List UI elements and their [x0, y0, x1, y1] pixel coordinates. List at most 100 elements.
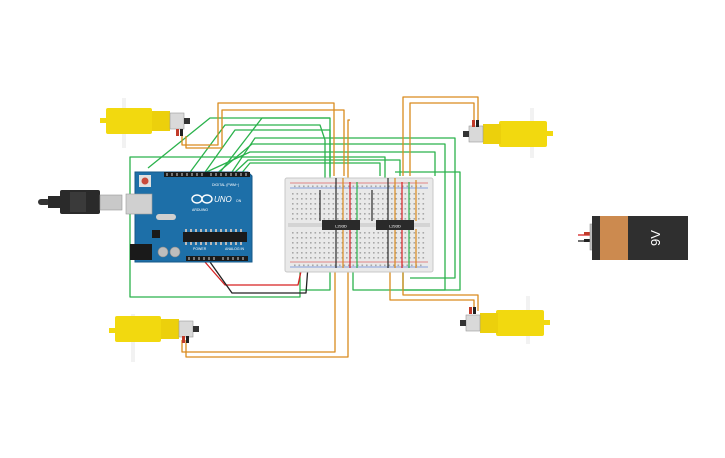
breadboard-hole[interactable] — [341, 213, 344, 215]
breadboard-hole[interactable] — [377, 232, 380, 234]
breadboard-hole[interactable] — [391, 232, 393, 234]
breadboard-hole[interactable] — [409, 203, 411, 205]
breadboard-hole[interactable] — [292, 232, 294, 234]
breadboard-hole[interactable] — [350, 232, 353, 234]
breadboard-hole[interactable] — [341, 252, 344, 254]
breadboard-hole[interactable] — [359, 247, 362, 249]
breadboard-hole[interactable] — [373, 208, 375, 210]
breadboard-hole[interactable] — [409, 198, 411, 200]
breadboard-hole[interactable] — [301, 198, 303, 200]
breadboard-rail-hole[interactable] — [384, 185, 386, 188]
breadboard-hole[interactable] — [368, 242, 371, 244]
breadboard-rail-hole[interactable] — [339, 264, 341, 267]
breadboard-rail-hole[interactable] — [393, 185, 395, 188]
breadboard-hole[interactable] — [328, 247, 330, 249]
breadboard-hole[interactable] — [395, 257, 398, 259]
breadboard-hole[interactable] — [323, 193, 326, 195]
breadboard-hole[interactable] — [368, 198, 371, 200]
breadboard-hole[interactable] — [323, 203, 326, 205]
breadboard-hole[interactable] — [296, 218, 299, 220]
breadboard-hole[interactable] — [314, 213, 317, 215]
breadboard-hole[interactable] — [328, 198, 330, 200]
breadboard-hole[interactable] — [368, 218, 371, 220]
breadboard-hole[interactable] — [337, 213, 339, 215]
breadboard-hole[interactable] — [341, 193, 344, 195]
breadboard-hole[interactable] — [400, 213, 402, 215]
breadboard-hole[interactable] — [350, 257, 353, 259]
dc-motor-top-left[interactable] — [100, 98, 190, 148]
green-wire[interactable] — [231, 159, 401, 176]
breadboard-hole[interactable] — [386, 193, 389, 195]
breadboard-hole[interactable] — [373, 213, 375, 215]
breadboard-hole[interactable] — [328, 213, 330, 215]
breadboard-hole[interactable] — [413, 198, 416, 200]
breadboard-hole[interactable] — [328, 208, 330, 210]
breadboard-hole[interactable] — [346, 208, 348, 210]
breadboard-hole[interactable] — [413, 193, 416, 195]
breadboard-hole[interactable] — [364, 232, 366, 234]
breadboard-hole[interactable] — [310, 203, 312, 205]
breadboard-hole[interactable] — [292, 242, 294, 244]
breadboard-hole[interactable] — [409, 208, 411, 210]
breadboard-hole[interactable] — [413, 232, 416, 234]
breadboard-hole[interactable] — [377, 252, 380, 254]
breadboard-hole[interactable] — [301, 208, 303, 210]
orange-wire[interactable] — [389, 270, 475, 311]
breadboard-rail-hole[interactable] — [330, 185, 332, 188]
breadboard-hole[interactable] — [310, 252, 312, 254]
breadboard-hole[interactable] — [377, 247, 380, 249]
breadboard-hole[interactable] — [386, 242, 389, 244]
breadboard-hole[interactable] — [305, 213, 308, 215]
breadboard-hole[interactable] — [346, 257, 348, 259]
breadboard-hole[interactable] — [422, 252, 425, 254]
breadboard-hole[interactable] — [292, 257, 294, 259]
breadboard-rail-hole[interactable] — [411, 264, 413, 267]
breadboard-hole[interactable] — [319, 232, 321, 234]
breadboard-hole[interactable] — [413, 257, 416, 259]
breadboard-hole[interactable] — [413, 208, 416, 210]
breadboard-hole[interactable] — [422, 218, 425, 220]
breadboard-hole[interactable] — [418, 247, 420, 249]
breadboard-hole[interactable] — [319, 247, 321, 249]
breadboard-hole[interactable] — [296, 203, 299, 205]
breadboard-hole[interactable] — [296, 242, 299, 244]
breadboard-rail-hole[interactable] — [339, 185, 341, 188]
breadboard-rail-hole[interactable] — [303, 264, 305, 267]
breadboard-rail-hole[interactable] — [312, 185, 314, 188]
dc-motor-top-right[interactable] — [463, 108, 553, 158]
breadboard-hole[interactable] — [382, 203, 384, 205]
breadboard-hole[interactable] — [359, 232, 362, 234]
breadboard-hole[interactable] — [355, 193, 357, 195]
breadboard-hole[interactable] — [350, 208, 353, 210]
breadboard-hole[interactable] — [301, 213, 303, 215]
breadboard-hole[interactable] — [301, 193, 303, 195]
breadboard-hole[interactable] — [377, 193, 380, 195]
breadboard-rail-hole[interactable] — [397, 264, 400, 267]
breadboard-hole[interactable] — [391, 247, 393, 249]
orange-wire[interactable] — [185, 119, 350, 358]
breadboard-hole[interactable] — [341, 242, 344, 244]
breadboard-hole[interactable] — [395, 218, 398, 220]
breadboard-rail-hole[interactable] — [294, 185, 296, 188]
breadboard-hole[interactable] — [404, 208, 407, 210]
breadboard-hole[interactable] — [418, 208, 420, 210]
breadboard-hole[interactable] — [292, 213, 294, 215]
breadboard-hole[interactable] — [395, 193, 398, 195]
breadboard-hole[interactable] — [301, 203, 303, 205]
breadboard-hole[interactable] — [328, 237, 330, 239]
breadboard-hole[interactable] — [314, 193, 317, 195]
breadboard-hole[interactable] — [332, 257, 335, 259]
breadboard-hole[interactable] — [404, 252, 407, 254]
breadboard-hole[interactable] — [364, 213, 366, 215]
breadboard-hole[interactable] — [328, 257, 330, 259]
breadboard-hole[interactable] — [328, 203, 330, 205]
breadboard-hole[interactable] — [350, 237, 353, 239]
breadboard-hole[interactable] — [364, 203, 366, 205]
battery-9v[interactable]: 9V — [584, 216, 688, 260]
breadboard-hole[interactable] — [418, 232, 420, 234]
breadboard-hole[interactable] — [422, 208, 425, 210]
breadboard-hole[interactable] — [310, 257, 312, 259]
breadboard-hole[interactable] — [391, 203, 393, 205]
breadboard-hole[interactable] — [386, 252, 389, 254]
breadboard-rail-hole[interactable] — [352, 264, 355, 267]
